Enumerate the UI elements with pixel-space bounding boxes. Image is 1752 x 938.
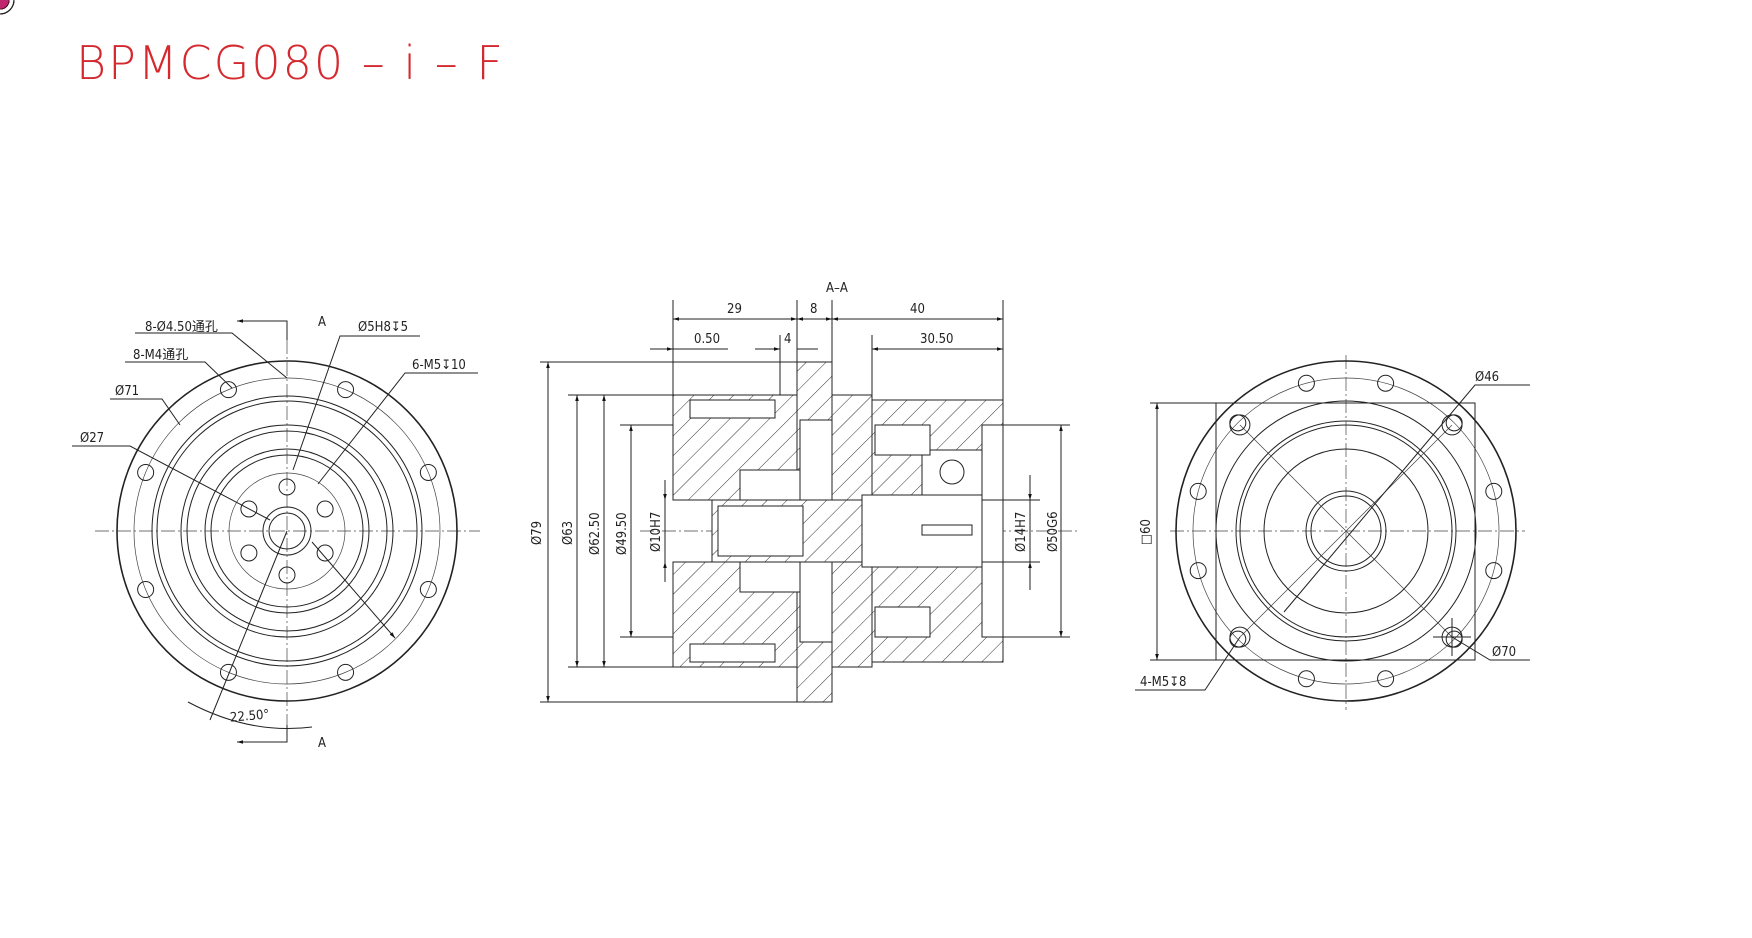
section-view: A–A 29 8 40 0.50 4 30.50 Ø79 Ø63 Ø62.50 …	[530, 281, 1080, 703]
section-mark-top: A	[318, 315, 326, 330]
dim-30-50: 30.50	[920, 332, 953, 347]
label-tapped-holes: 6-M5↧10	[412, 358, 466, 373]
rear-view: Ø46 □60 Ø70 4-M5↧8	[0, 0, 1530, 710]
dim-dia-79: Ø79	[530, 521, 545, 545]
label-dia-46: Ø46	[1475, 370, 1499, 385]
tapped-hole	[137, 463, 155, 481]
front-view: 8-Ø4.50通孔 8-M4通孔 Ø71 Ø27 Ø5H8↧5 6-M5↧10 …	[0, 0, 480, 751]
label-dia-70: Ø70	[1492, 645, 1516, 660]
square-hole	[1441, 414, 1463, 436]
pin-hole	[316, 500, 334, 518]
dim-dia-50g6: Ø50G6	[1046, 511, 1061, 552]
tapped-hole	[219, 381, 237, 399]
section-mark-bottom: A	[318, 736, 326, 751]
dim-dia-14h7: Ø14H7	[1014, 512, 1029, 552]
label-square-60: □60	[1139, 519, 1154, 545]
label-tapped-holes-rear: 4-M5↧8	[1140, 675, 1186, 690]
tapped-hole	[337, 663, 355, 681]
tapped-hole	[137, 581, 155, 599]
dim-dia-49-50: Ø49.50	[615, 512, 630, 555]
label-through-holes: 8-Ø4.50通孔	[145, 320, 218, 335]
label-angle: 22.50°	[229, 707, 269, 725]
mounting-hole	[0, 0, 10, 10]
flange-hole	[1189, 482, 1207, 500]
tapped-hole	[419, 463, 437, 481]
section-title: A–A	[826, 281, 848, 296]
pin-hole	[240, 544, 258, 562]
flange-hole	[1485, 562, 1503, 580]
pin-hole	[278, 566, 296, 584]
dim-4: 4	[784, 332, 791, 347]
dim-40: 40	[910, 302, 925, 317]
label-tapped-through: 8-M4通孔	[133, 348, 188, 363]
tapped-hole	[337, 381, 355, 399]
label-dia-71: Ø71	[115, 384, 139, 399]
flange-hole	[1297, 670, 1315, 688]
flange-hole	[1377, 670, 1395, 688]
pin-hole	[316, 544, 334, 562]
flange-hole	[1485, 482, 1503, 500]
dim-0-50: 0.50	[694, 332, 720, 347]
tapped-hole	[219, 663, 237, 681]
flange-hole	[1297, 374, 1315, 392]
flange-hole	[1377, 374, 1395, 392]
tapped-hole	[419, 581, 437, 599]
label-dia-27: Ø27	[80, 431, 104, 446]
square-hole	[1229, 414, 1251, 436]
dim-8: 8	[810, 302, 817, 317]
pin-hole	[278, 478, 296, 496]
dim-dia-10h7: Ø10H7	[649, 512, 664, 552]
square-hole	[1229, 626, 1251, 648]
pin-hole	[240, 500, 258, 518]
drawing-title: BPMCG080 – i – F	[76, 36, 505, 90]
dim-dia-63: Ø63	[561, 521, 576, 545]
dim-29: 29	[727, 302, 742, 317]
dim-dia-62-50: Ø62.50	[588, 512, 603, 555]
flange-hole	[1189, 562, 1207, 580]
label-pin-hole: Ø5H8↧5	[358, 320, 408, 335]
